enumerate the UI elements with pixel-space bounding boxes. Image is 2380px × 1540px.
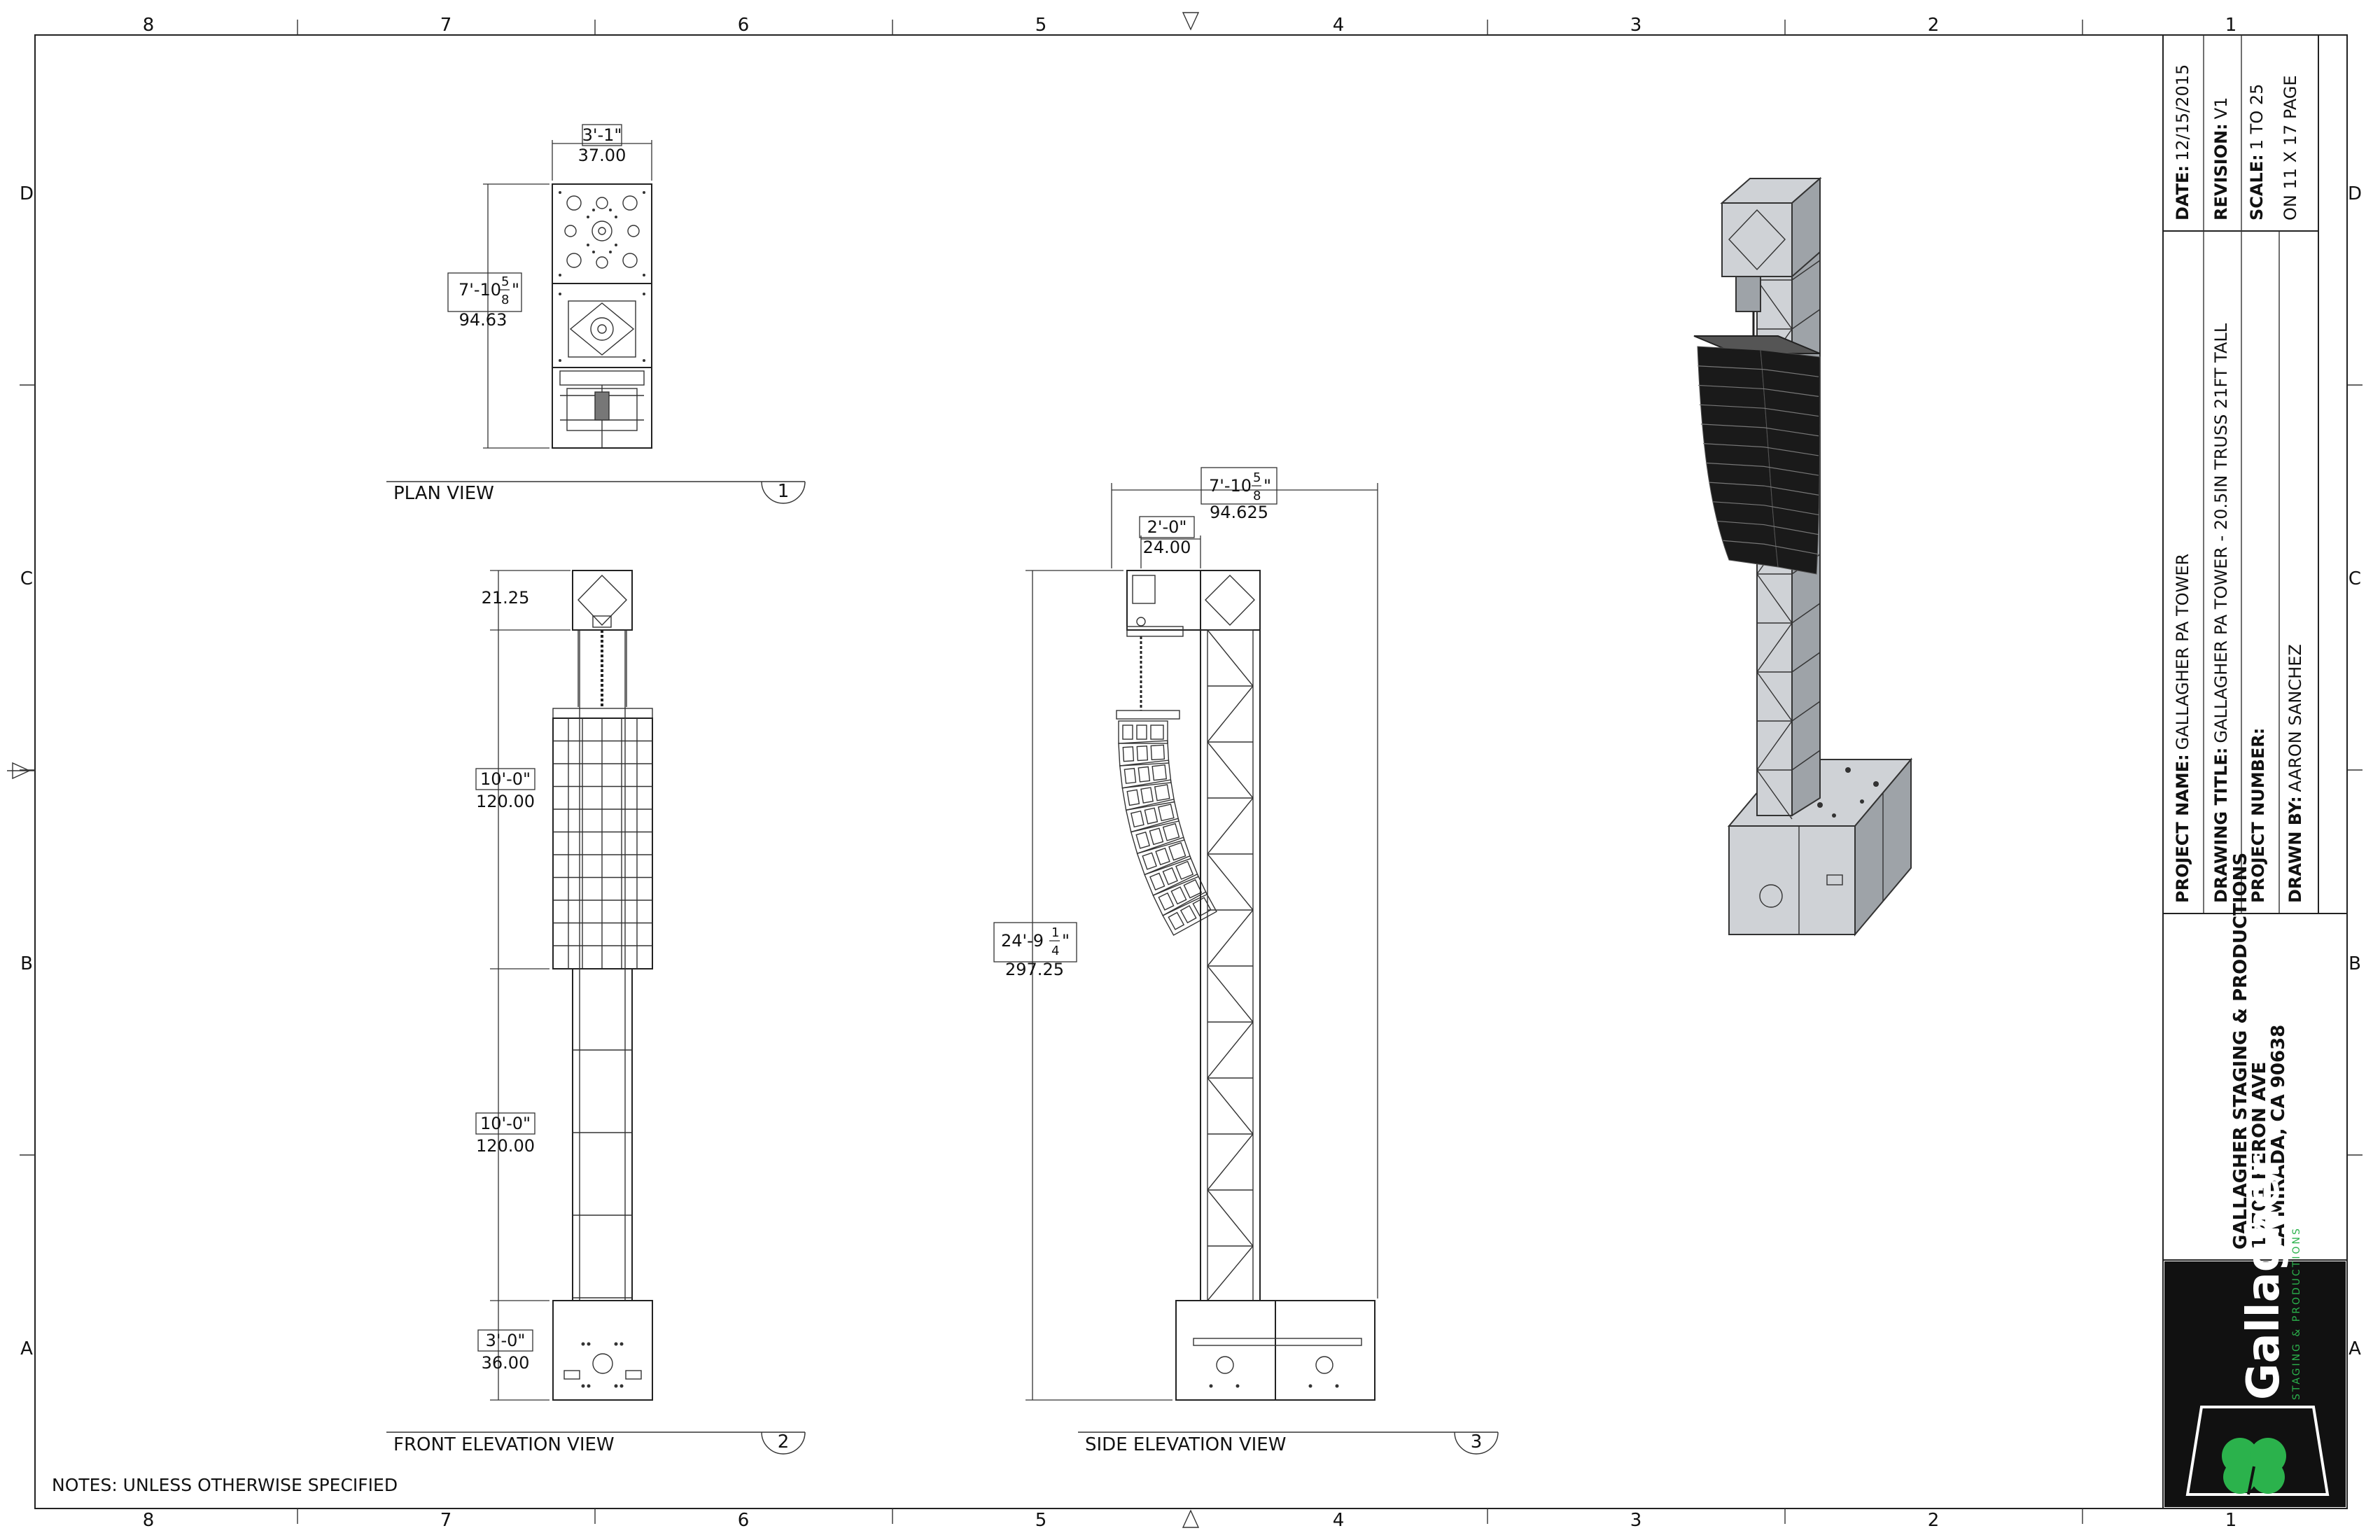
front-truss-ftin: 10'-0" <box>480 1114 531 1133</box>
border-column-label-top: 8 <box>143 15 155 36</box>
border-column-label-bottom: 4 <box>1333 1510 1345 1531</box>
plan-view-title: PLAN VIEW <box>393 483 494 504</box>
company-street: 15701 HERON AVE <box>2249 1062 2270 1250</box>
front-truss-inches: 120.00 <box>476 1136 535 1156</box>
side-array-cabinet <box>1136 836 1192 876</box>
border-column-label-bottom: 8 <box>143 1510 155 1531</box>
side-height-den: 4 <box>1051 944 1059 958</box>
border-column-label-top: 4 <box>1333 15 1345 36</box>
side-array-cabinet <box>1119 760 1172 789</box>
border-column-label-bottom: 2 <box>1928 1510 1940 1531</box>
scale-field: SCALE:1 TO 25 <box>2247 84 2267 220</box>
front-elevation-view: 21.25 10'-0" 120.00 10'-0" 120.00 3'-0" … <box>386 570 806 1455</box>
side-array-cabinet <box>1118 740 1170 766</box>
border-column-label-top: 2 <box>1928 15 1940 36</box>
front-base-ftin: 3'-0" <box>486 1331 526 1350</box>
front-base-inches: 36.00 <box>482 1353 530 1373</box>
side-width-den: 8 <box>1253 489 1261 503</box>
border-row-label-right: A <box>2348 1338 2361 1359</box>
side-arm-ftin: 2'-0" <box>1147 517 1187 537</box>
border-column-label-top: 1 <box>2225 15 2237 36</box>
plan-depth-num: 5 <box>501 274 509 289</box>
side-array-cabinet <box>1144 855 1199 896</box>
border-row-label-left: C <box>20 568 33 589</box>
sheet-border <box>34 34 2348 1509</box>
side-height-ftin-whole: 24'-9 <box>1001 931 1044 951</box>
side-height-inches: 297.25 <box>1005 960 1064 979</box>
plan-depth-inches: 94.63 <box>459 310 507 330</box>
plan-width-inches: 37.00 <box>578 146 626 165</box>
front-array-inches: 120.00 <box>476 792 535 811</box>
border-row-label-right: B <box>2348 953 2361 974</box>
revision-field: REVISION:V1 <box>2211 97 2231 220</box>
border-column-label-bottom: 5 <box>1035 1510 1047 1531</box>
border-row-label-right: C <box>2348 568 2361 589</box>
side-truss <box>1200 629 1261 1301</box>
side-array-cabinet <box>1130 818 1185 855</box>
front-ballast-base <box>552 1300 653 1401</box>
side-array-cabinet <box>1118 720 1168 744</box>
clover-icon <box>2222 1438 2286 1494</box>
side-array-cabinet <box>1125 798 1180 833</box>
title-block: DATE:12/15/2015 REVISION:V1 SCALE:1 TO 2… <box>2162 34 2348 1509</box>
plan-width-ftin: 3'-1" <box>582 125 622 145</box>
border-row-label-left: A <box>20 1338 33 1359</box>
project-number-field: PROJECT NUMBER: <box>2248 728 2268 903</box>
page-size: ON 11 X 17 PAGE <box>2281 75 2300 220</box>
border-row-label-right: D <box>2348 183 2362 204</box>
border-column-label-top: 5 <box>1035 15 1047 36</box>
side-array-cabinet <box>1162 891 1217 936</box>
side-width-ftin-whole: 7'-10 <box>1209 476 1252 496</box>
logo-wordmark: Gallagher <box>2238 1155 2290 1400</box>
logo-emblem <box>2185 1406 2330 1496</box>
project-name-field: PROJECT NAME:GALLAGHER PA TOWER <box>2173 554 2192 903</box>
zone-ticks <box>7 12 2362 1528</box>
company-city: LA MIRADA, CA 90638 <box>2268 1025 2289 1250</box>
side-array-cabinet <box>1152 873 1208 916</box>
front-top-dim: 21.25 <box>482 588 530 608</box>
side-width-num: 5 <box>1253 470 1261 485</box>
side-elevation-view: 7'-10 5 8 " 94.625 2'-0" 24.00 24'-9 1 4… <box>993 467 1499 1455</box>
drawn-by-field: DRAWN BY:AARON SANCHEZ <box>2286 644 2305 903</box>
border-column-label-bottom: 6 <box>738 1510 750 1531</box>
date-field: DATE:12/15/2015 <box>2173 64 2192 220</box>
front-truss <box>572 968 633 1301</box>
border-column-label-top: 3 <box>1630 15 1642 36</box>
plan-depth-den: 8 <box>501 293 509 307</box>
side-array-cabinet <box>1121 779 1175 811</box>
company-name: GALLAGHER STAGING & PRODUCTIONS <box>2230 853 2251 1250</box>
plan-view: 3'-1" 37.00 7'-10 5 8 " 94.63 PLAN VIEW … <box>386 124 806 504</box>
border-column-label-top: 7 <box>440 15 452 36</box>
plan-depth-ftin-whole: 7'-10 <box>458 280 501 300</box>
drawing-notes: NOTES: UNLESS OTHERWISE SPECIFIED <box>52 1475 398 1495</box>
side-height-num: 1 <box>1051 925 1059 940</box>
svg-text:": " <box>1062 931 1070 951</box>
plan-top-plate <box>552 183 652 284</box>
border-row-label-left: D <box>20 183 34 204</box>
border-column-label-bottom: 3 <box>1630 1510 1642 1531</box>
border-column-label-top: 6 <box>738 15 750 36</box>
svg-text:": " <box>512 280 519 300</box>
side-view-title: SIDE ELEVATION VIEW <box>1085 1434 1286 1455</box>
side-base-left <box>1175 1300 1276 1401</box>
iso-array-right <box>1760 349 1821 575</box>
plan-view-number: 1 <box>778 481 790 502</box>
border-row-label-left: B <box>20 953 33 974</box>
svg-text:": " <box>1264 476 1271 496</box>
logo-tagline: STAGING & PRODUCTIONS <box>2291 1226 2302 1400</box>
isometric-view <box>1693 176 1913 937</box>
side-view-number: 3 <box>1471 1432 1483 1452</box>
front-view-title: FRONT ELEVATION VIEW <box>393 1434 615 1455</box>
side-arm-inches: 24.00 <box>1143 538 1191 557</box>
border-column-label-bottom: 1 <box>2225 1510 2237 1531</box>
front-view-number: 2 <box>778 1432 790 1452</box>
border-column-label-bottom: 7 <box>440 1510 452 1531</box>
front-array-ftin: 10'-0" <box>480 769 531 789</box>
side-base-right <box>1275 1300 1376 1401</box>
drawing-title-field: DRAWING TITLE:GALLAGHER PA TOWER - 20.5I… <box>2211 323 2231 903</box>
side-width-inches: 94.625 <box>1210 503 1268 522</box>
